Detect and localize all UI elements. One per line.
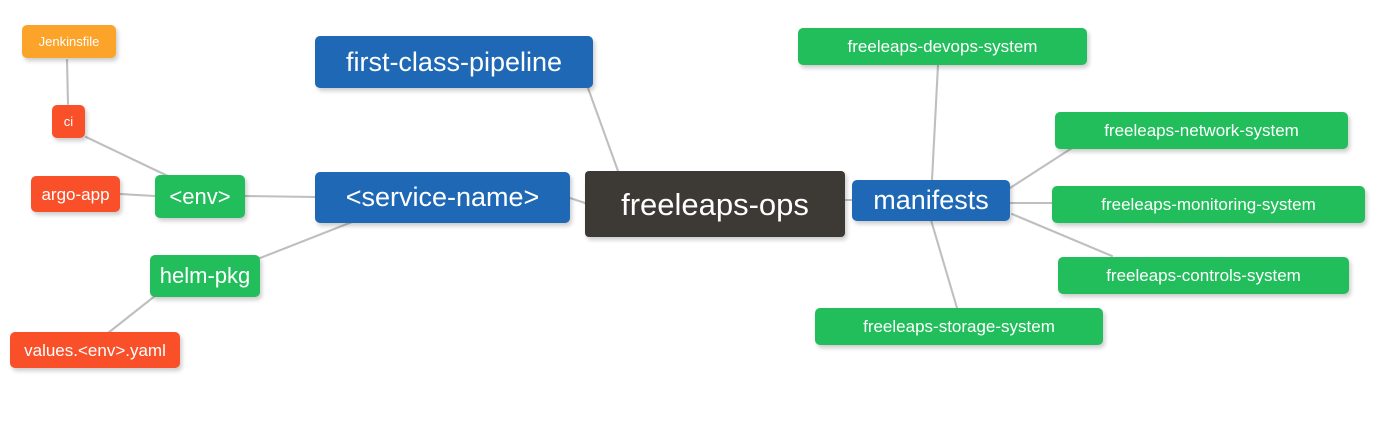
node-jenkinsfile-label: Jenkinsfile <box>38 34 100 49</box>
node-freeleaps-devops-system-label: freeleaps-devops-system <box>847 37 1038 56</box>
node-freeleaps-network-system-label: freeleaps-network-system <box>1104 121 1299 140</box>
node-freeleaps-storage-system[interactable]: freeleaps-storage-system <box>815 308 1103 345</box>
node-env-label: <env> <box>169 183 231 209</box>
node-ci[interactable]: ci <box>52 105 85 138</box>
node-freeleaps-controls-system-label: freeleaps-controls-system <box>1106 266 1301 285</box>
node-freeleaps-devops-system[interactable]: freeleaps-devops-system <box>798 28 1087 65</box>
edge-manifests-network-system <box>1008 146 1074 190</box>
node-first-class-pipeline[interactable]: first-class-pipeline <box>315 36 593 88</box>
node-values-yaml[interactable]: values.<env>.yaml <box>10 332 180 368</box>
edge-service-name-env <box>243 194 317 199</box>
node-root-freeleaps-ops[interactable]: freeleaps-ops <box>585 171 845 237</box>
node-values-yaml-label: values.<env>.yaml <box>24 340 166 360</box>
node-ci-label: ci <box>63 114 74 129</box>
node-argo-app[interactable]: argo-app <box>31 176 120 212</box>
node-first-class-pipeline-label: first-class-pipeline <box>345 46 563 77</box>
node-root-label: freeleaps-ops <box>621 186 809 222</box>
edge-root-service-name <box>568 196 587 205</box>
node-freeleaps-monitoring-system-label: freeleaps-monitoring-system <box>1101 195 1316 214</box>
node-jenkinsfile[interactable]: Jenkinsfile <box>22 25 116 58</box>
edge-manifests-storage-system <box>929 218 959 310</box>
node-freeleaps-controls-system[interactable]: freeleaps-controls-system <box>1058 257 1349 294</box>
node-service-name[interactable]: <service-name> <box>315 172 570 223</box>
edge-manifests-devops-system <box>930 63 940 182</box>
node-env[interactable]: <env> <box>155 175 245 218</box>
edge-helm-pkg-values-yaml <box>106 290 162 335</box>
node-helm-pkg[interactable]: helm-pkg <box>150 255 260 297</box>
node-freeleaps-monitoring-system[interactable]: freeleaps-monitoring-system <box>1052 186 1365 223</box>
edge-root-first-class-pipeline <box>586 86 620 173</box>
edge-env-ci <box>84 135 174 180</box>
node-helm-pkg-label: helm-pkg <box>159 263 251 288</box>
edge-service-name-helm-pkg <box>248 220 354 264</box>
node-manifests-label: manifests <box>873 185 989 215</box>
edge-ci-jenkinsfile <box>65 58 70 106</box>
node-freeleaps-storage-system-label: freeleaps-storage-system <box>863 317 1055 336</box>
node-argo-app-label: argo-app <box>41 184 110 204</box>
node-service-name-label: <service-name> <box>345 182 540 212</box>
node-freeleaps-network-system[interactable]: freeleaps-network-system <box>1055 112 1348 149</box>
edge-env-argo-app <box>118 192 157 198</box>
node-manifests[interactable]: manifests <box>852 180 1010 221</box>
